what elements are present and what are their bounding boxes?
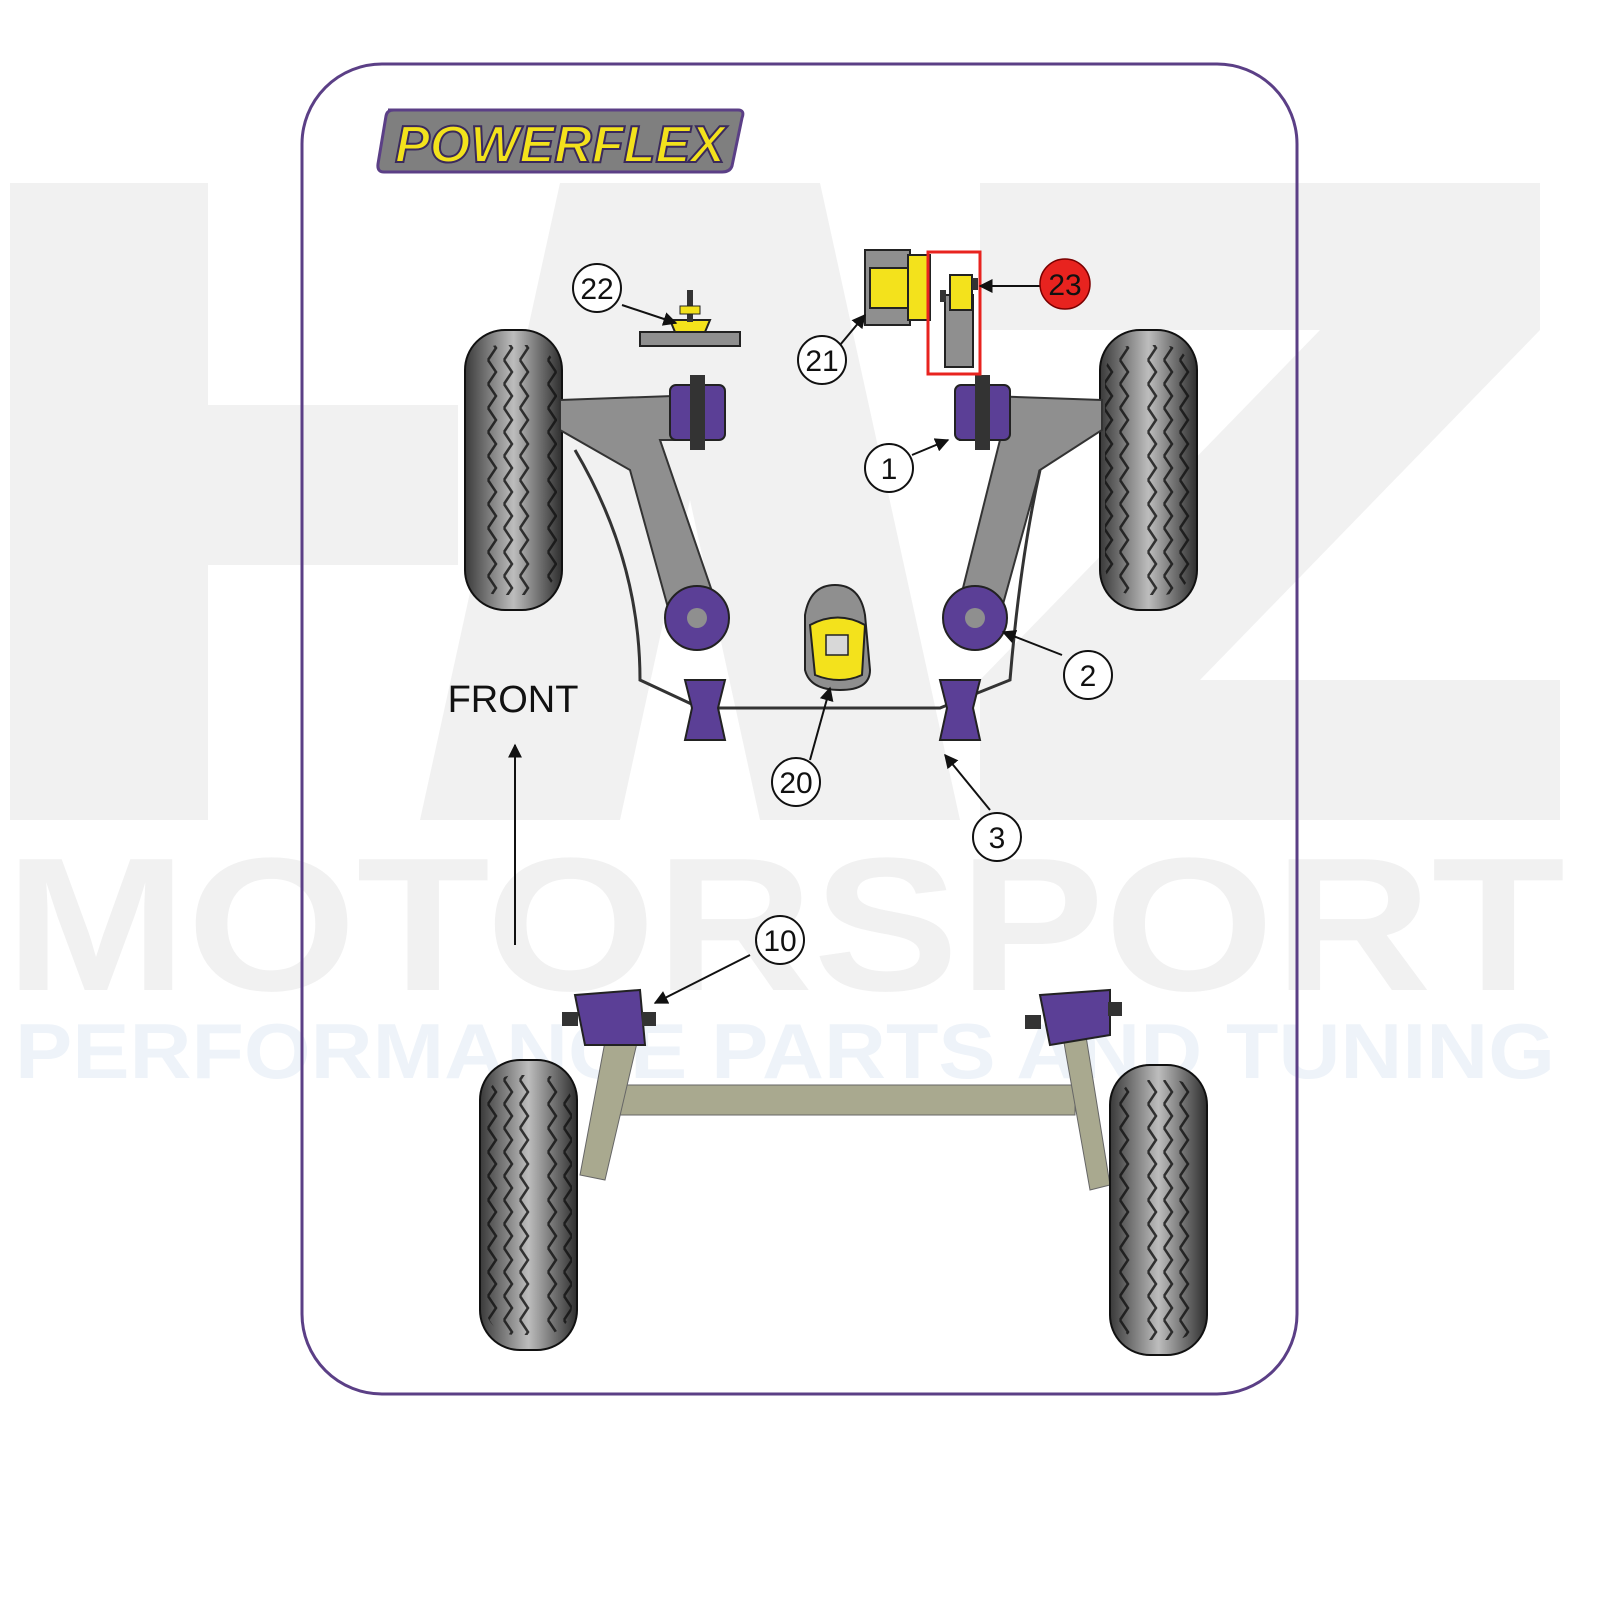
watermark-haz-letters — [10, 183, 1560, 820]
rear-left-wheel — [479, 1059, 578, 1351]
highlight-box-23 — [926, 250, 982, 376]
callout-1: 1 — [864, 443, 914, 493]
front-wishbone-rear-bush-left — [664, 585, 730, 651]
rear-beam-bush-right — [1025, 988, 1122, 1047]
svg-text:20: 20 — [779, 767, 812, 800]
front-right-wheel — [1099, 329, 1198, 611]
svg-text:23: 23 — [1048, 269, 1081, 302]
gearbox-mount — [804, 583, 872, 692]
svg-text:2: 2 — [1080, 660, 1097, 693]
dog-bone-bush — [940, 274, 978, 368]
callout-20: 20 — [771, 757, 821, 807]
callout-21: 21 — [797, 335, 847, 385]
svg-text:22: 22 — [580, 273, 613, 306]
powerflex-logo: POWERFLEX — [376, 108, 745, 175]
rear-beam-bush-left — [562, 988, 656, 1046]
logo-text: POWERFLEX — [395, 116, 728, 174]
anti-roll-bar-bush-right — [938, 679, 982, 741]
front-wishbone-front-bush-right — [954, 375, 1011, 450]
callout-leader-lines — [621, 279, 1063, 1004]
callout-10: 10 — [755, 915, 805, 965]
front-direction-label: FRONT — [448, 679, 579, 721]
diagram-frame — [300, 62, 1299, 1396]
svg-text:10: 10 — [763, 925, 796, 958]
front-wishbone-front-bush-left — [669, 375, 726, 450]
top-mount — [639, 290, 741, 347]
svg-text:3: 3 — [989, 822, 1006, 855]
callout-23-highlighted: 23 — [1039, 258, 1091, 310]
rear-right-wheel — [1109, 1064, 1208, 1356]
front-wishbone-rear-bush-right — [942, 585, 1008, 651]
anti-roll-bar-bush-left — [683, 679, 727, 741]
engine-mount-insert — [864, 249, 931, 326]
svg-text:21: 21 — [805, 345, 838, 378]
callout-3: 3 — [972, 812, 1022, 862]
callout-22: 22 — [572, 263, 622, 313]
callout-2: 2 — [1063, 650, 1113, 700]
front-left-wheel — [464, 329, 563, 611]
svg-text:1: 1 — [881, 453, 898, 486]
rear-beam-axle — [579, 1014, 1111, 1191]
watermark-tagline: PERFORMANCE PARTS AND TUNING — [15, 1007, 1555, 1095]
